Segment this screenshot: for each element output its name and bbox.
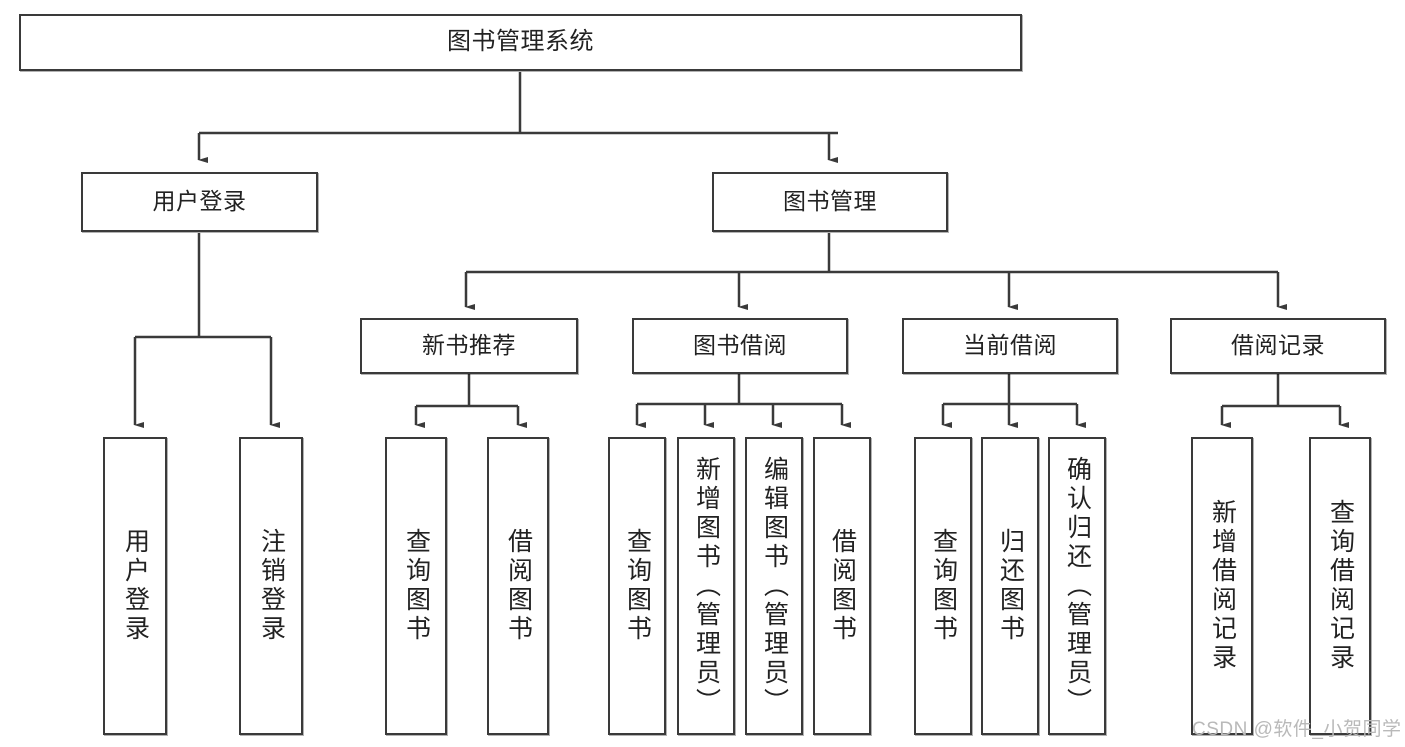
leaf-new-book-query[interactable]: 查询图书 — [385, 437, 447, 735]
node-label: 图书借阅 — [693, 332, 787, 359]
node-label: 注销登录 — [257, 528, 286, 644]
node-current-borrow[interactable]: 当前借阅 — [902, 318, 1118, 374]
node-label: 借阅图书 — [504, 528, 533, 644]
leaf-book-borrow-query[interactable]: 查询图书 — [608, 437, 666, 735]
node-label: 新增图书（管理员） — [692, 455, 721, 717]
leaf-current-borrow-confirm-return[interactable]: 确认归还（管理员） — [1048, 437, 1106, 735]
node-label: 借阅记录 — [1231, 332, 1325, 359]
node-label: 用户登录 — [152, 188, 247, 215]
node-user-login[interactable]: 用户登录 — [81, 172, 318, 232]
node-label: 图书管理 — [783, 188, 877, 215]
node-label: 图书管理系统 — [447, 28, 594, 56]
node-label: 编辑图书（管理员） — [760, 455, 789, 717]
leaf-new-book-borrow[interactable]: 借阅图书 — [487, 437, 549, 735]
leaf-book-borrow-borrow[interactable]: 借阅图书 — [813, 437, 871, 735]
node-label: 当前借阅 — [963, 332, 1057, 359]
leaf-current-borrow-return[interactable]: 归还图书 — [981, 437, 1039, 735]
node-borrow-record[interactable]: 借阅记录 — [1170, 318, 1386, 374]
leaf-book-borrow-edit[interactable]: 编辑图书（管理员） — [745, 437, 803, 735]
node-label: 新增借阅记录 — [1208, 499, 1237, 673]
node-label: 查询借阅记录 — [1326, 499, 1355, 673]
leaf-borrow-record-query[interactable]: 查询借阅记录 — [1309, 437, 1371, 735]
watermark-text: CSDN @软件_小贺同学 — [1192, 719, 1402, 740]
node-label: 归还图书 — [996, 528, 1025, 644]
node-book-management[interactable]: 图书管理 — [712, 172, 948, 232]
node-label: 新书推荐 — [422, 332, 516, 359]
leaf-user-login-logout[interactable]: 注销登录 — [239, 437, 303, 735]
node-book-borrow[interactable]: 图书借阅 — [632, 318, 848, 374]
node-label: 用户登录 — [121, 528, 150, 644]
node-label: 查询图书 — [623, 528, 652, 644]
leaf-user-login-login[interactable]: 用户登录 — [103, 437, 167, 735]
node-label: 查询图书 — [402, 528, 431, 644]
node-new-book-recommend[interactable]: 新书推荐 — [360, 318, 578, 374]
leaf-book-borrow-add[interactable]: 新增图书（管理员） — [677, 437, 735, 735]
node-label: 借阅图书 — [828, 528, 857, 644]
node-root-system[interactable]: 图书管理系统 — [19, 14, 1022, 71]
node-label: 查询图书 — [929, 528, 958, 644]
leaf-current-borrow-query[interactable]: 查询图书 — [914, 437, 972, 735]
leaf-borrow-record-add[interactable]: 新增借阅记录 — [1191, 437, 1253, 735]
node-label: 确认归还（管理员） — [1063, 455, 1092, 717]
